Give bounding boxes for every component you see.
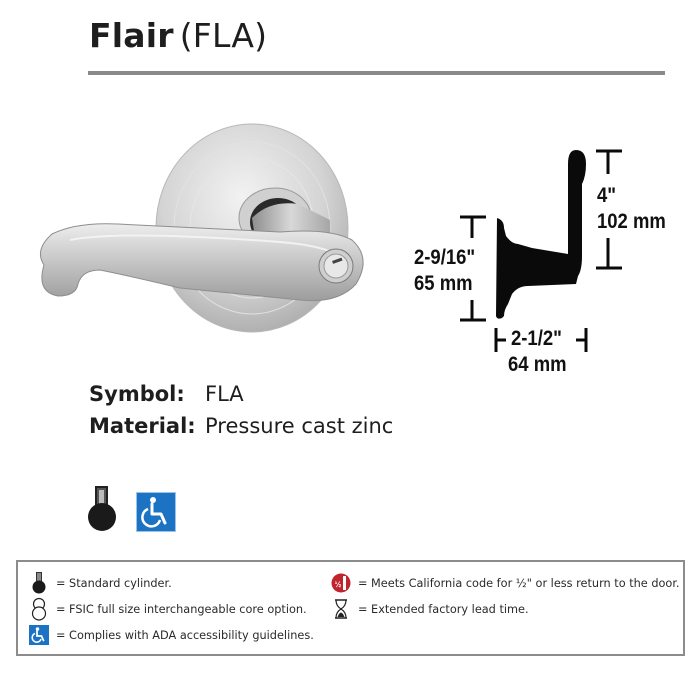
- projection-imperial: 4": [597, 184, 617, 207]
- ada-wheelchair-icon: [29, 625, 49, 645]
- legend-item-fsic: = FSIC full size interchangeable core op…: [26, 596, 314, 622]
- symbol-value: FLA: [205, 382, 244, 406]
- rose-dimension-marker: [460, 215, 486, 322]
- standard-cylinder-icon: [88, 486, 116, 531]
- legend-item-ada: = Complies with ADA accessibility guidel…: [26, 622, 314, 648]
- legend-text: = Extended factory lead time.: [358, 602, 529, 616]
- page-title: Flair(FLA): [89, 14, 267, 58]
- legend-item-california-code: ½ = Meets California code for ½" or less…: [328, 570, 680, 596]
- feature-icons: [86, 486, 176, 532]
- spec-material: Material: Pressure cast zinc: [89, 410, 393, 442]
- material-label: Material:: [89, 414, 196, 438]
- return-dimension-marker: [494, 328, 588, 352]
- projection-metric: 102 mm: [597, 210, 666, 233]
- legend-item-standard-cylinder: = Standard cylinder.: [26, 570, 314, 596]
- lever-profile-diagram: [460, 149, 622, 352]
- rose-diameter-imperial: 2-9/16": [414, 246, 476, 269]
- legend-text: = Meets California code for ½" or less r…: [358, 576, 680, 590]
- material-value: Pressure cast zinc: [205, 414, 394, 438]
- legend-column-left: = Standard cylinder. = FSIC full size in…: [26, 570, 314, 648]
- lever-return-metric: 64 mm: [508, 353, 567, 376]
- legend-column-right: ½ = Meets California code for ½" or less…: [328, 570, 680, 622]
- hourglass-icon: [335, 599, 347, 619]
- legend-text: = Complies with ADA accessibility guidel…: [56, 628, 314, 642]
- svg-text:½: ½: [335, 580, 342, 589]
- fsic-core-icon: [31, 597, 47, 621]
- spec-list: Symbol: FLA Material: Pressure cast zinc: [89, 378, 393, 442]
- product-photo: [39, 123, 364, 333]
- standard-cylinder-icon: [32, 572, 46, 594]
- lever-return-imperial: 2-1/2": [511, 327, 562, 350]
- product-code: (FLA): [179, 16, 268, 55]
- california-code-icon: ½: [331, 573, 351, 593]
- title-divider: [88, 71, 665, 75]
- product-name: Flair: [89, 16, 174, 55]
- spec-symbol: Symbol: FLA: [89, 378, 393, 410]
- projection-dimension-marker: [596, 149, 622, 270]
- legend-text: = FSIC full size interchangeable core op…: [56, 602, 307, 616]
- ada-wheelchair-icon: [136, 492, 176, 532]
- legend-box: = Standard cylinder. = FSIC full size in…: [16, 560, 685, 656]
- symbol-label: Symbol:: [89, 382, 185, 406]
- legend-text: = Standard cylinder.: [56, 576, 172, 590]
- legend-item-lead-time: = Extended factory lead time.: [328, 596, 680, 622]
- rose-diameter-metric: 65 mm: [414, 272, 473, 295]
